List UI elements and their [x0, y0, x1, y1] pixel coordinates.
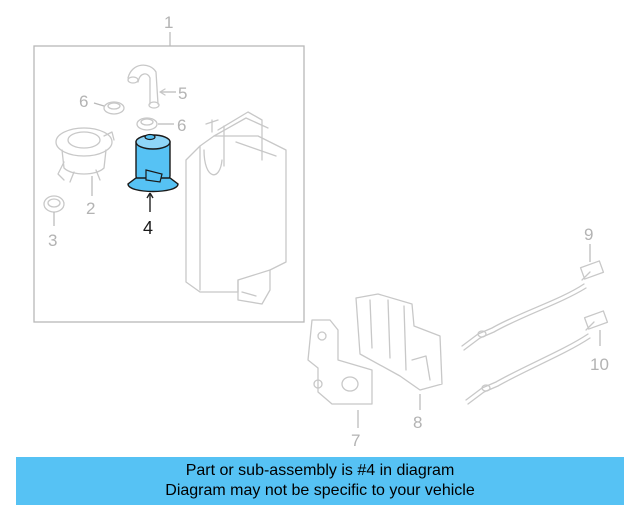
callout-3: 3	[48, 231, 57, 250]
canister-part	[185, 111, 287, 305]
sensor-part-lower	[465, 310, 609, 405]
callout-8: 8	[413, 413, 422, 432]
relay-part	[355, 293, 443, 391]
info-banner: Part or sub-assembly is #4 in diagram Di…	[16, 457, 624, 505]
callout-6a: 6	[79, 92, 88, 111]
callout-7: 7	[351, 431, 360, 450]
leader-6a	[93, 102, 105, 107]
hose-part	[127, 64, 160, 109]
sensor-part-upper	[461, 260, 605, 351]
callout-1: 1	[164, 13, 173, 32]
callout-6b: 6	[177, 116, 186, 135]
banner-line-1: Part or sub-assembly is #4 in diagram	[185, 462, 455, 479]
callout-2: 2	[86, 199, 95, 218]
callout-10: 10	[590, 355, 609, 374]
callout-4: 4	[143, 218, 153, 238]
valve-part	[55, 127, 115, 183]
clamp-part-lower	[136, 117, 158, 131]
parts-diagram: 1 5 6 6 2 3	[33, 13, 609, 450]
bracket-part	[307, 319, 373, 405]
filter-part-highlighted	[127, 133, 179, 193]
callout-9: 9	[584, 225, 593, 244]
clamp-part-upper	[103, 101, 125, 115]
callout-5: 5	[178, 84, 187, 103]
cap-part	[43, 195, 65, 213]
banner-line-2: Diagram may not be specific to your vehi…	[165, 482, 475, 499]
assembly-box	[33, 45, 305, 323]
